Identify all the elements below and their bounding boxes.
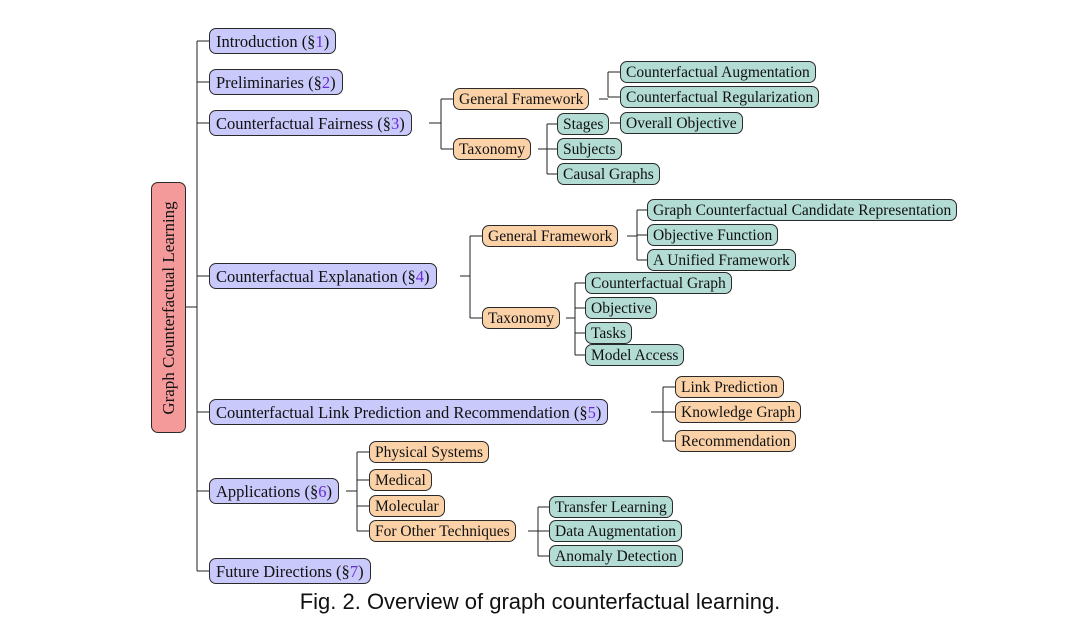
figure-caption: Fig. 2. Overview of graph counterfactual… bbox=[299, 589, 781, 614]
explanation-tax-item: Objective bbox=[585, 297, 658, 319]
applications-item: For Other Techniques bbox=[369, 520, 516, 542]
fairness-tax-item: Causal Graphs bbox=[557, 163, 660, 185]
section-link-prediction: Counterfactual Link Prediction and Recom… bbox=[209, 399, 609, 425]
fairness-gf-item: Counterfactual Augmentation bbox=[620, 61, 816, 83]
fairness-gf-item: Counterfactual Regularization bbox=[620, 86, 820, 108]
connector bbox=[528, 506, 549, 557]
connector bbox=[599, 71, 620, 100]
section-introduction: Introduction (§1) bbox=[209, 28, 337, 54]
connector bbox=[627, 209, 647, 261]
section-preliminaries: Preliminaries (§2) bbox=[209, 69, 343, 95]
section-counterfactual-explanation: Counterfactual Explanation (§4) bbox=[209, 263, 437, 289]
applications-other-item: Anomaly Detection bbox=[549, 545, 683, 567]
explanation-tax-item: Model Access bbox=[585, 344, 685, 366]
applications-other-item: Transfer Learning bbox=[549, 496, 673, 518]
explanation-taxonomy: Taxonomy bbox=[482, 307, 561, 329]
link-prediction-item: Link Prediction bbox=[675, 376, 784, 398]
applications-item: Physical Systems bbox=[369, 441, 490, 463]
fairness-tax-item: Stages bbox=[557, 113, 610, 135]
fairness-tax-item: Subjects bbox=[557, 138, 622, 160]
section-applications: Applications (§6) bbox=[209, 478, 339, 504]
connector bbox=[566, 282, 585, 356]
explanation-tax-item: Tasks bbox=[585, 322, 633, 344]
section-future-directions: Future Directions (§7) bbox=[209, 558, 371, 584]
section-counterfactual-fairness: Counterfactual Fairness (§3) bbox=[209, 110, 412, 136]
applications-other-item: Data Augmentation bbox=[549, 520, 682, 542]
fairness-stages-child: Overall Objective bbox=[620, 112, 743, 134]
applications-item: Medical bbox=[369, 469, 432, 491]
connector bbox=[538, 123, 557, 175]
root-label: Graph Counterfactual Learning bbox=[158, 200, 178, 415]
explanation-tax-item: Counterfactual Graph bbox=[585, 272, 732, 294]
connector bbox=[346, 451, 369, 532]
connector bbox=[429, 98, 453, 150]
explanation-gf-item: Graph Counterfactual Candidate Represent… bbox=[647, 199, 958, 221]
link-prediction-item: Recommendation bbox=[675, 430, 797, 452]
explanation-gf-item: Objective Function bbox=[647, 224, 779, 246]
connector bbox=[651, 386, 675, 442]
explanation-general-framework: General Framework bbox=[482, 225, 619, 247]
explanation-gf-item: A Unified Framework bbox=[647, 249, 796, 271]
connector bbox=[197, 40, 209, 572]
fairness-general-framework: General Framework bbox=[453, 88, 590, 110]
link-prediction-item: Knowledge Graph bbox=[675, 401, 802, 423]
connector bbox=[460, 235, 482, 319]
fairness-taxonomy: Taxonomy bbox=[453, 138, 532, 160]
root-node: Graph Counterfactual Learning bbox=[151, 182, 186, 433]
applications-item: Molecular bbox=[369, 495, 445, 517]
